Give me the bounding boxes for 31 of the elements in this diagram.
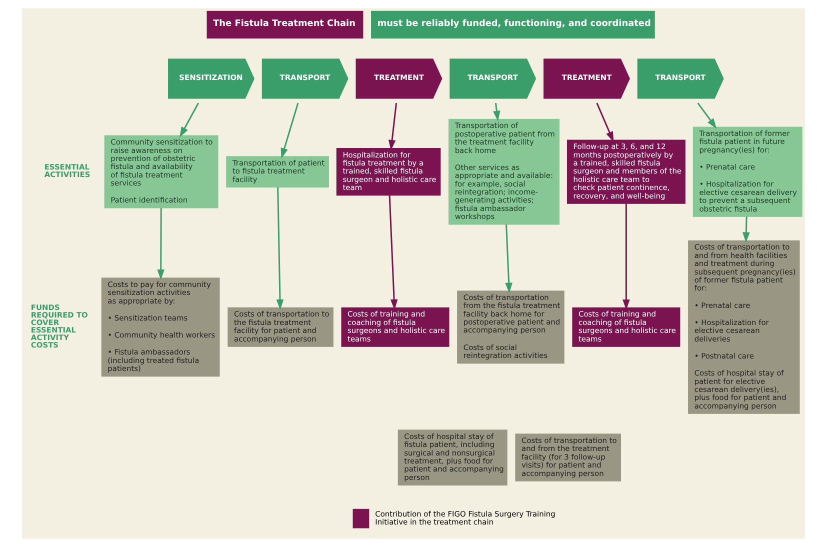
node-box: Hospitalization for fistula treatment by a trained, skilled fistula surgeon and holistic care team: [336, 148, 441, 196]
node-box: must be reliably funded, functioning, and coordinated: [371, 10, 655, 38]
node-box: Costs of transportation to and from the treatment facility (for 3 follow-up visits) for patient and accompanying person: [515, 434, 621, 482]
legend-label: Contribution of the FIGO Fistula Surgery Training Initiative in the treatment chain: [375, 509, 556, 527]
arrow: [157, 208, 164, 280]
node-box: The Fistula Treatment Chain: [206, 10, 364, 38]
arrow: [493, 102, 500, 122]
node-box: Transportation of postoperative patient from the treatment facility back home Other services as appropriate and available: for example, social reintegration; income-generating activities; fistula ambassador workshops: [448, 118, 560, 225]
label: ESSENTIAL ACTIVITIES: [44, 162, 90, 180]
node-box: Transportation of former fistula patient in future pregnancy(ies) for: • Prenatal care • Hospitalization for elective cesarean delivery to prevent a subsequent obstetric fistula: [692, 126, 802, 217]
node-box: Follow-up at 3, 6, and 12 months postoperatively by a trained, skilled fistula surgeon and members of the holistic care team to check patient continence, recovery, and well-being: [566, 140, 686, 204]
arrow: [505, 224, 512, 294]
arrow: [276, 187, 284, 310]
node-box: Transportation of patient to fistula treatment facility: [226, 156, 329, 188]
node-box: Costs of training and coaching of fistula surgeons and holistic care teams: [572, 307, 680, 347]
arrow: [697, 102, 717, 129]
node-box: Costs of transportation from the fistula treatment facility back home for postoperative patient and accompanying person Costs of social reintegration activities: [457, 290, 564, 364]
arrow: [742, 216, 750, 243]
node-box: Community sensitization to raise awareness on prevention of obstetric fistula and availability of fistula treatment services Patient identification: [104, 135, 218, 208]
arrow: [280, 102, 299, 159]
node-box: Costs of transportation to and from health facilities and treatment during subsequent pregnancy(ies) of former fistula patient for: • Prenatal care • Hospitalization for elective cesarean deliveries • Postnatal care Costs of hospital stay of patient for elective cesarean delivery(ies), plus food for patient and accompanying person: [688, 240, 800, 414]
arrow: [622, 204, 630, 310]
node-box: Costs of transportation to the fistula treatment facility for patient and accompanying person: [228, 307, 334, 347]
label: FUNDS REQUIRED TO COVER ESSENTIAL ACTIVITY COSTS: [30, 303, 88, 350]
node-box: Costs to pay for community sensitization activities as appropriate by: • Sensitization teams • Community health workers • Fistula ambassadors (including treated fistula patients): [101, 278, 220, 377]
arrow: [388, 196, 398, 310]
node-box: Costs of hospital stay of fistula patient, including surgical and nonsurgical treatment, plus food for patient and accompanying person: [398, 430, 508, 486]
arrow: [596, 102, 614, 142]
arrow: [388, 102, 398, 150]
arrow: [180, 102, 200, 138]
node-box: Costs of training and coaching of fistula surgeons and holistic care teams: [341, 307, 450, 347]
